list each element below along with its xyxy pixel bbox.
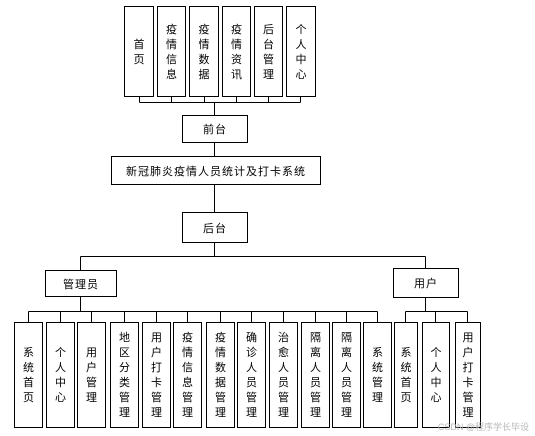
admin-module-0-label: 系统首页 [23, 346, 34, 404]
admin-node-label: 管理员 [63, 277, 99, 291]
frontend-module-5-label: 个人中心 [295, 22, 307, 81]
admin-module-3-label: 地区分类管理 [119, 331, 130, 419]
admin-module-4-label: 用户打卡管理 [151, 331, 162, 419]
user-module-2-label: 用户打卡管理 [462, 331, 474, 419]
admin-module-9: 隔离人员管理 [301, 322, 330, 428]
user-module-2: 用户打卡管理 [455, 322, 481, 428]
user-module-0-label: 系统首页 [400, 346, 412, 404]
frontend-module-0-label: 首页 [133, 37, 145, 66]
admin-node: 管理员 [45, 270, 117, 297]
admin-module-1-label: 个人中心 [55, 346, 66, 404]
admin-module-8-label: 治愈人员管理 [278, 331, 289, 419]
admin-module-11: 系统管理 [363, 322, 392, 428]
admin-module-3: 地区分类管理 [110, 322, 139, 428]
admin-module-6-label: 疫情数据管理 [215, 331, 226, 419]
admin-module-2: 用户管理 [77, 322, 106, 428]
frontend-module-1-label: 疫情信息 [166, 22, 177, 81]
admin-module-4: 用户打卡管理 [142, 322, 171, 428]
backend-node: 后台 [182, 212, 248, 243]
frontend-module-3-label: 疫情资讯 [231, 22, 242, 81]
user-node-label: 用户 [414, 277, 438, 290]
admin-module-5: 疫情信息管理 [173, 322, 202, 428]
watermark-text: CSDN @程序学长毕设 [437, 422, 529, 432]
frontend-module-4-label: 后台管理 [263, 22, 274, 81]
admin-module-0: 系统首页 [14, 322, 43, 428]
user-node: 用户 [393, 268, 459, 298]
system-node-label: 新冠肺炎疫情人员统计及打卡系统 [126, 164, 306, 178]
admin-module-8: 治愈人员管理 [269, 322, 298, 428]
admin-module-2-label: 用户管理 [86, 346, 97, 404]
frontend-module-2: 疫情数据 [189, 6, 219, 97]
admin-module-7: 确诊人员管理 [237, 322, 266, 428]
admin-module-9-label: 隔离人员管理 [310, 331, 321, 419]
frontend-module-5: 个人中心 [286, 6, 316, 97]
frontend-module-2-label: 疫情数据 [198, 22, 210, 81]
user-module-1: 个人中心 [422, 322, 450, 428]
admin-module-5-label: 疫情信息管理 [182, 331, 193, 419]
user-module-1-label: 个人中心 [430, 346, 442, 404]
admin-module-1: 个人中心 [46, 322, 75, 428]
admin-module-11-label: 系统管理 [372, 346, 383, 404]
admin-module-10-label: 隔离人员管理 [341, 331, 352, 419]
frontend-node-label: 前台 [203, 123, 227, 136]
frontend-module-1: 疫情信息 [157, 6, 186, 97]
system-node: 新冠肺炎疫情人员统计及打卡系统 [111, 156, 321, 185]
frontend-module-0: 首页 [124, 6, 154, 97]
backend-node-label: 后台 [203, 221, 227, 235]
user-module-0: 系统首页 [394, 322, 418, 428]
admin-module-7-label: 确诊人员管理 [246, 331, 257, 419]
frontend-module-4: 后台管理 [254, 6, 283, 97]
admin-module-10: 隔离人员管理 [332, 322, 361, 428]
admin-module-6: 疫情数据管理 [206, 322, 235, 428]
frontend-node: 前台 [182, 115, 248, 143]
frontend-module-3: 疫情资讯 [222, 6, 251, 97]
